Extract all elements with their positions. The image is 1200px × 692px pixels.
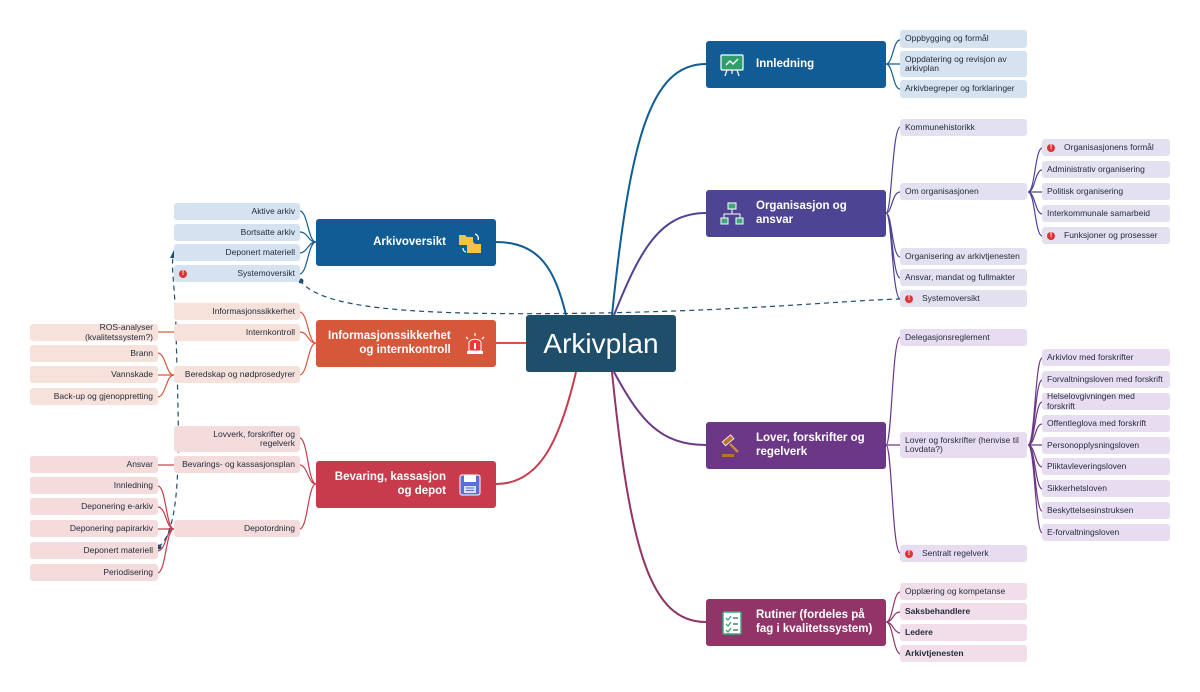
subtopic-helselovgivningen[interactable]: Helselovgivningen med forskrift (1042, 391, 1170, 410)
warning-icon: ! (179, 269, 187, 278)
subtopic-e-forvaltningsloven[interactable]: E-forvaltningsloven (1042, 524, 1170, 541)
subtopic-lovverk[interactable]: Lovverk, forskrifter og regelverk (174, 426, 300, 452)
subtopic-bevarings-kassasjonsplan[interactable]: Bevarings- og kassasjonsplan (174, 456, 300, 473)
subtopic-vannskade[interactable]: Vannskade (30, 366, 158, 383)
subtopic-funksjoner[interactable]: ! Funksjoner og prosesser (1042, 227, 1170, 244)
subtopic-forvaltningsloven[interactable]: Forvaltningsloven med forskrift (1042, 371, 1170, 388)
subtopic-systemoversikt-arkiv[interactable]: ! Systemoversikt (174, 265, 300, 282)
topic-arkivoversikt[interactable]: Arkivoversikt (316, 219, 496, 266)
subtopic-offentleglova[interactable]: Offentleglova med forskrift (1042, 415, 1170, 432)
wire-bevaring (495, 371, 577, 485)
subtopic-interkommunale[interactable]: Interkommunale samarbeid (1042, 205, 1170, 222)
subtopic-informasjonssikkerhet[interactable]: Informasjonssikkerhet (174, 303, 300, 320)
topic-innledning[interactable]: Innledning (706, 41, 886, 88)
subtopic-politisk[interactable]: Politisk organisering (1042, 183, 1170, 200)
subtopic-deponert-materiell-depot[interactable]: Deponert materiell (30, 542, 158, 559)
subtopic-sikkerhetsloven[interactable]: Sikkerhetsloven (1042, 480, 1170, 497)
subtopic-beredskap[interactable]: Beredskap og nødprosedyrer (174, 366, 300, 383)
floppy-disk-icon (456, 471, 484, 499)
subtopic-depotordning[interactable]: Depotordning (174, 520, 300, 537)
subtopic-internkontroll[interactable]: Internkontroll (174, 324, 300, 341)
subtopic-ansvar-mandat[interactable]: Ansvar, mandat og fullmakter (900, 269, 1027, 286)
wire-rutiner (611, 371, 707, 623)
topic-label: Arkivoversikt (373, 235, 446, 248)
subtopic-label: Funksjoner og prosesser (1064, 229, 1158, 240)
subtopic-label: Sentralt regelverk (922, 547, 989, 558)
checklist-icon (718, 609, 746, 637)
subtopic-om-organisasjonen[interactable]: Om organisasjonen (900, 183, 1027, 200)
warning-icon: ! (905, 549, 913, 558)
alarm-light-icon (461, 330, 489, 358)
topic-organisasjon[interactable]: Organisasjon og ansvar (706, 190, 886, 237)
wire-organisasjon (613, 212, 707, 316)
wire-lover (613, 371, 707, 446)
warning-icon: ! (1047, 143, 1055, 152)
subtopic-saksbehandlere[interactable]: Saksbehandlere (900, 603, 1027, 620)
subtopic-arkivtjenesten[interactable]: Arkivtjenesten (900, 645, 1027, 662)
subtopic-sentralt-regelverk[interactable]: ! Sentralt regelverk (900, 545, 1027, 562)
subtopic-oppdatering[interactable]: Oppdatering og revisjon av arkivplan (900, 51, 1027, 77)
subtopic-arkivbegreper[interactable]: Arkivbegreper og forklaringer (900, 80, 1027, 98)
subtopic-label: Organisasjonens formål (1064, 141, 1154, 152)
warning-icon: ! (1047, 231, 1055, 240)
central-topic[interactable]: Arkivplan (526, 315, 676, 372)
subtopic-organisasjonens-formal[interactable]: ! Organisasjonens formål (1042, 139, 1170, 156)
subtopic-deponering-e-arkiv[interactable]: Deponering e-arkiv (30, 498, 158, 515)
subtopic-bortsatte-arkiv[interactable]: Bortsatte arkiv (174, 224, 300, 241)
subtopic-delegasjonsreglement[interactable]: Delegasjonsreglement (900, 329, 1027, 346)
topic-label: Informasjonssikkerhet og internkontroll (328, 330, 451, 356)
dashed-link-systemoversikt (299, 279, 901, 315)
subtopic-ledere[interactable]: Ledere (900, 624, 1027, 641)
subtopic-pliktavleveringsloven[interactable]: Pliktavleveringsloven (1042, 458, 1170, 475)
topic-rutiner[interactable]: Rutiner (fordeles på fag i kvalitetssyst… (706, 599, 886, 646)
subtopic-periodisering[interactable]: Periodisering (30, 564, 158, 581)
topic-label: Innledning (756, 57, 815, 70)
subtopic-backup[interactable]: Back-up og gjenoppretting (30, 388, 158, 405)
subtopic-kommunehistorikk[interactable]: Kommunehistorikk (900, 119, 1027, 136)
folders-icon (456, 229, 484, 257)
topic-bevaring[interactable]: Bevaring, kassasjon og depot (316, 461, 496, 508)
dashed-link-deponert (157, 253, 179, 548)
subtopic-deponert-materiell-arkiv[interactable]: Deponert materiell (174, 244, 300, 261)
presentation-board-icon (718, 51, 746, 79)
subtopic-organisering-arkivtjenesten[interactable]: Organisering av arkivtjenesten (900, 248, 1027, 265)
topic-informasjonssikkerhet[interactable]: Informasjonssikkerhet og internkontroll (316, 320, 496, 367)
subtopic-oppbygging[interactable]: Oppbygging og formål (900, 30, 1027, 48)
wire-innledning (611, 63, 707, 316)
subtopic-administrativ[interactable]: Administrativ organisering (1042, 161, 1170, 178)
topic-label: Rutiner (fordeles på fag i kvalitetssyst… (756, 609, 873, 635)
org-chart-icon (718, 200, 746, 228)
subtopic-label: Systemoversikt (237, 267, 295, 278)
gavel-icon (718, 432, 746, 460)
subtopic-beskyttelsesinstruksen[interactable]: Beskyttelsesinstruksen (1042, 502, 1170, 519)
subtopic-ros-analyser[interactable]: ROS-analyser (kvalitetssystem?) (30, 322, 158, 341)
wire-arkivoversikt (495, 241, 567, 316)
warning-icon: ! (905, 294, 913, 303)
subtopic-ansvar[interactable]: Ansvar (30, 456, 158, 473)
subtopic-opplaering[interactable]: Opplæring og kompetanse (900, 583, 1027, 600)
topic-lover[interactable]: Lover, forskrifter og regelverk (706, 422, 886, 469)
subtopic-systemoversikt-org[interactable]: ! Systemoversikt (900, 290, 1027, 307)
subtopic-brann[interactable]: Brann (30, 345, 158, 362)
subtopic-innledning-depot[interactable]: Innledning (30, 477, 158, 494)
subtopic-aktive-arkiv[interactable]: Aktive arkiv (174, 203, 300, 220)
subtopic-lover-og-forskrifter[interactable]: Lover og forskrifter (henvise til Lovdat… (900, 432, 1027, 458)
subtopic-deponering-papirarkiv[interactable]: Deponering papirarkiv (30, 520, 158, 537)
subtopic-label: Systemoversikt (922, 292, 980, 303)
topic-label: Organisasjon og ansvar (756, 200, 847, 226)
subtopic-personopplysningsloven[interactable]: Personopplysningsloven (1042, 437, 1170, 454)
subtopic-arkivlov[interactable]: Arkivlov med forskrifter (1042, 349, 1170, 366)
topic-label: Bevaring, kassasjon og depot (334, 471, 446, 497)
topic-label: Lover, forskrifter og regelverk (756, 432, 865, 458)
